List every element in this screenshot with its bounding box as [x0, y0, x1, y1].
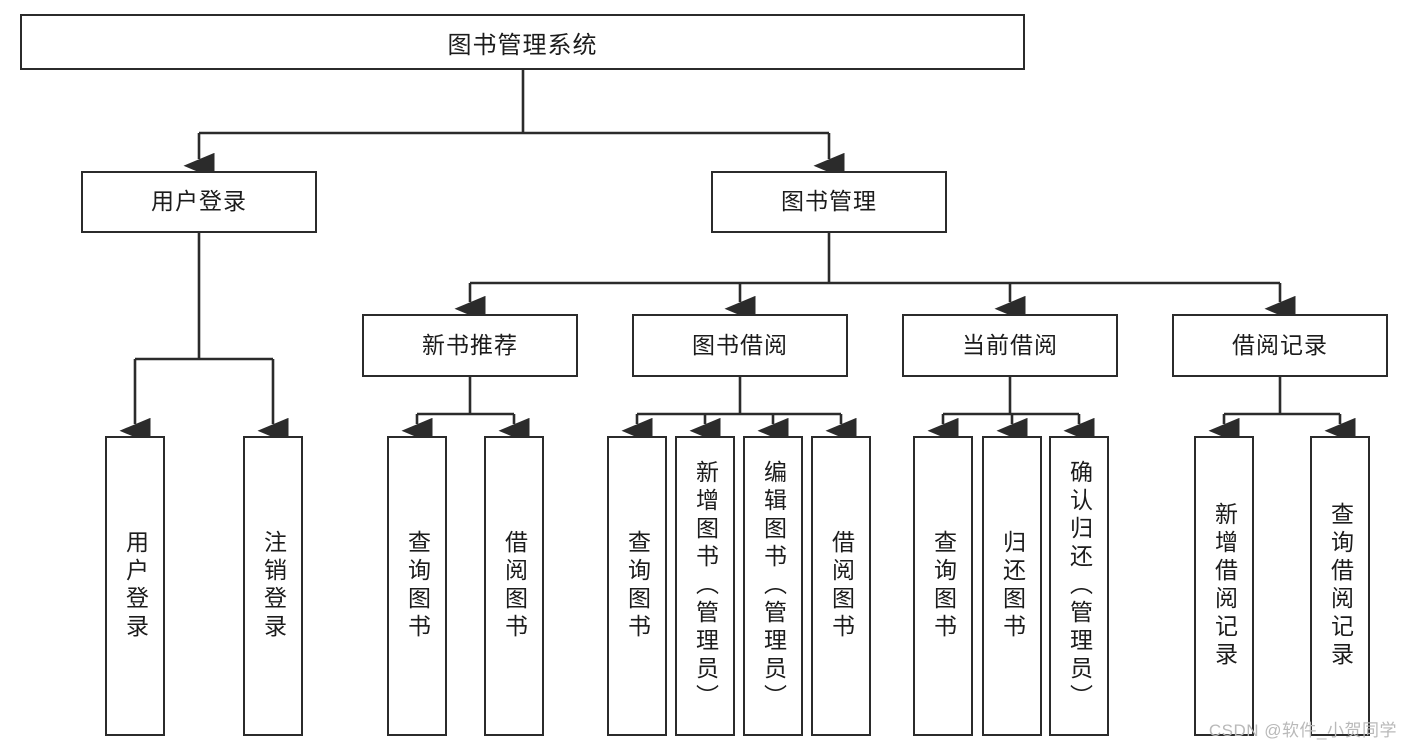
node-leaf-return-book[interactable]: 归还图书	[982, 436, 1042, 736]
node-leaf-query-book-3-label: 查询图书	[930, 530, 957, 642]
node-new-book-rec[interactable]: 新书推荐	[362, 314, 578, 377]
node-borrow-record-label: 借阅记录	[1232, 331, 1328, 358]
node-current-borrow[interactable]: 当前借阅	[902, 314, 1118, 377]
node-leaf-query-book-2[interactable]: 查询图书	[607, 436, 667, 736]
node-new-book-rec-label: 新书推荐	[422, 331, 518, 358]
node-leaf-user-login-label: 用户登录	[122, 530, 149, 642]
node-leaf-borrow-book-2-label: 借阅图书	[828, 530, 855, 642]
node-root-label: 图书管理系统	[447, 31, 598, 59]
node-leaf-query-book-1-label: 查询图书	[404, 530, 431, 642]
node-leaf-add-book-admin[interactable]: 新增图书（管理员）	[675, 436, 735, 736]
node-leaf-add-book-admin-label: 新增图书（管理员）	[692, 460, 719, 712]
node-book-manage-label: 图书管理	[781, 188, 877, 215]
node-leaf-edit-book-admin-label: 编辑图书（管理员）	[760, 460, 787, 712]
node-leaf-borrow-book-1-label: 借阅图书	[501, 530, 528, 642]
node-leaf-user-login[interactable]: 用户登录	[105, 436, 165, 736]
node-book-manage[interactable]: 图书管理	[711, 171, 947, 233]
node-user-login[interactable]: 用户登录	[81, 171, 317, 233]
node-leaf-confirm-return-admin[interactable]: 确认归还（管理员）	[1049, 436, 1109, 736]
node-leaf-logout[interactable]: 注销登录	[243, 436, 303, 736]
node-borrow-record[interactable]: 借阅记录	[1172, 314, 1388, 377]
csdn-watermark: CSDN @软件_小贺同学	[1208, 721, 1397, 740]
node-leaf-borrow-book-1[interactable]: 借阅图书	[484, 436, 544, 736]
node-leaf-add-borrow-record[interactable]: 新增借阅记录	[1194, 436, 1254, 736]
node-current-borrow-label: 当前借阅	[962, 331, 1058, 358]
node-leaf-edit-book-admin[interactable]: 编辑图书（管理员）	[743, 436, 803, 736]
node-book-borrow-label: 图书借阅	[692, 331, 788, 358]
node-user-login-label: 用户登录	[151, 188, 247, 215]
node-leaf-return-book-label: 归还图书	[999, 530, 1026, 642]
node-root[interactable]: 图书管理系统	[20, 14, 1025, 70]
node-book-borrow[interactable]: 图书借阅	[632, 314, 848, 377]
node-leaf-confirm-return-admin-label: 确认归还（管理员）	[1066, 460, 1093, 712]
node-leaf-query-book-1[interactable]: 查询图书	[387, 436, 447, 736]
node-leaf-query-borrow-record-label: 查询借阅记录	[1327, 502, 1354, 670]
node-leaf-query-book-3[interactable]: 查询图书	[913, 436, 973, 736]
node-leaf-borrow-book-2[interactable]: 借阅图书	[811, 436, 871, 736]
node-leaf-query-book-2-label: 查询图书	[624, 530, 651, 642]
node-leaf-logout-label: 注销登录	[260, 530, 287, 642]
node-leaf-add-borrow-record-label: 新增借阅记录	[1211, 502, 1238, 670]
node-leaf-query-borrow-record[interactable]: 查询借阅记录	[1310, 436, 1370, 736]
